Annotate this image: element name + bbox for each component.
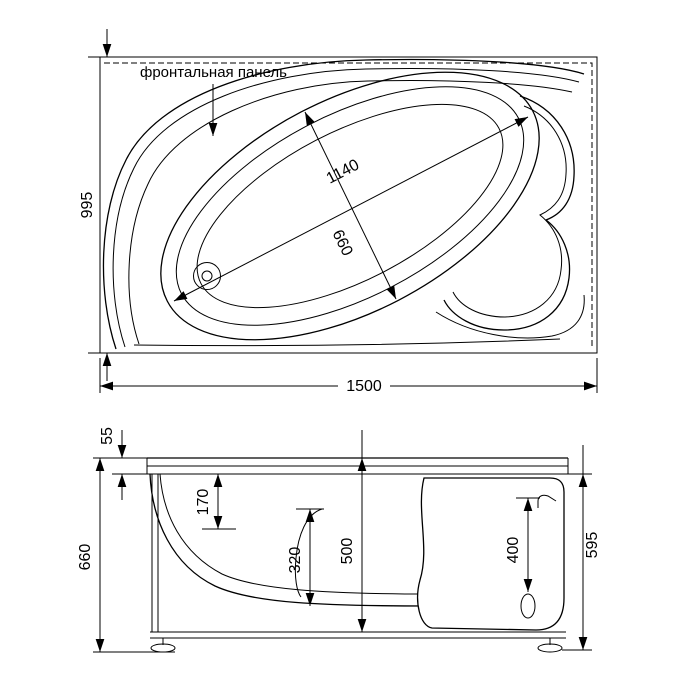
plan-bounding-box xyxy=(99,56,598,354)
side-panel xyxy=(417,477,565,631)
rim-profile xyxy=(146,457,569,475)
dim-panel-cutout: 400 xyxy=(505,497,540,592)
panel-foot-hole xyxy=(520,593,536,619)
foot-right xyxy=(537,638,563,653)
dim-1500-label: 1500 xyxy=(346,378,382,395)
dim-595-label: 595 xyxy=(584,532,601,559)
bottom-rim-edge xyxy=(133,338,561,347)
plan-view: 1140 660 995 1500 фронтальная панель xyxy=(79,29,598,395)
dim-170-label: 170 xyxy=(195,489,212,516)
dim-inner-depth: 500 xyxy=(339,430,367,632)
dim-basin-length: 1140 xyxy=(173,116,529,302)
dim-rim-lip: 55 xyxy=(99,427,147,500)
bowl-profile xyxy=(149,473,431,607)
drain xyxy=(193,262,221,290)
dim-basin-width: 660 xyxy=(304,111,397,300)
panel-bracket-detail xyxy=(537,494,557,508)
dim-1140-label: 1140 xyxy=(324,156,362,187)
support-frame xyxy=(150,474,566,639)
dim-500-label: 500 xyxy=(339,538,356,565)
dim-panel-height: 595 xyxy=(562,445,601,651)
dim-660-basin-label: 660 xyxy=(329,227,356,259)
headrest-contour xyxy=(435,95,585,339)
dim-400-label: 400 xyxy=(505,537,522,564)
tub-front-rim xyxy=(102,58,585,350)
panel-label: фронтальная панель xyxy=(140,64,287,81)
dim-320-label: 320 xyxy=(287,547,304,574)
dim-overall-height: 660 xyxy=(77,457,175,653)
hidden-edge-dashed xyxy=(104,62,593,349)
dim-995-label: 995 xyxy=(79,192,96,219)
dim-660-height-label: 660 xyxy=(77,544,94,571)
dim-55-label: 55 xyxy=(99,427,116,445)
foot-left xyxy=(150,638,176,653)
side-view: 55 660 170 320 500 400 xyxy=(77,427,601,653)
dim-overall-depth: 995 xyxy=(79,29,112,381)
dim-overall-width: 1500 xyxy=(99,358,598,395)
frontal-panel-note: фронтальная панель xyxy=(140,64,287,136)
dim-seat-height: 320 xyxy=(287,509,315,606)
dim-rim-to-ledge: 170 xyxy=(195,474,223,529)
